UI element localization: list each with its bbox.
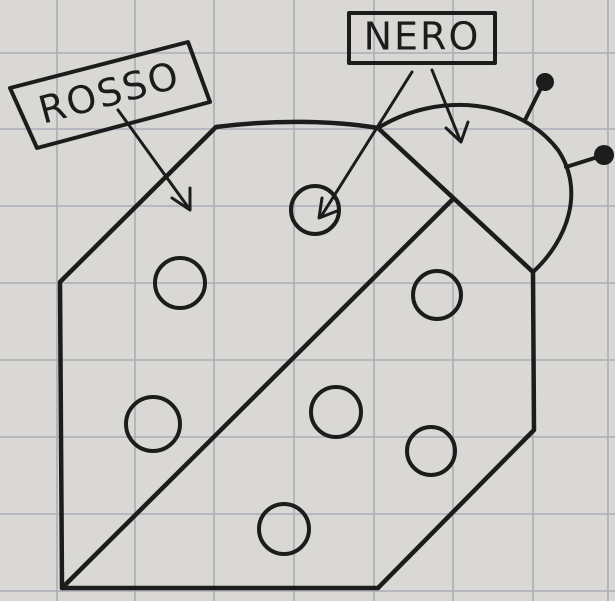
- antenna-left-tip: [536, 73, 554, 91]
- arrow-red-to-body: [118, 110, 190, 210]
- antenna-right-tip: [594, 145, 614, 165]
- spot: [311, 387, 361, 437]
- spot: [291, 186, 339, 234]
- label-black: NERO: [364, 15, 481, 59]
- wing-division-line: [62, 200, 452, 588]
- spot: [259, 504, 309, 554]
- spot: [126, 397, 180, 451]
- spot: [407, 427, 455, 475]
